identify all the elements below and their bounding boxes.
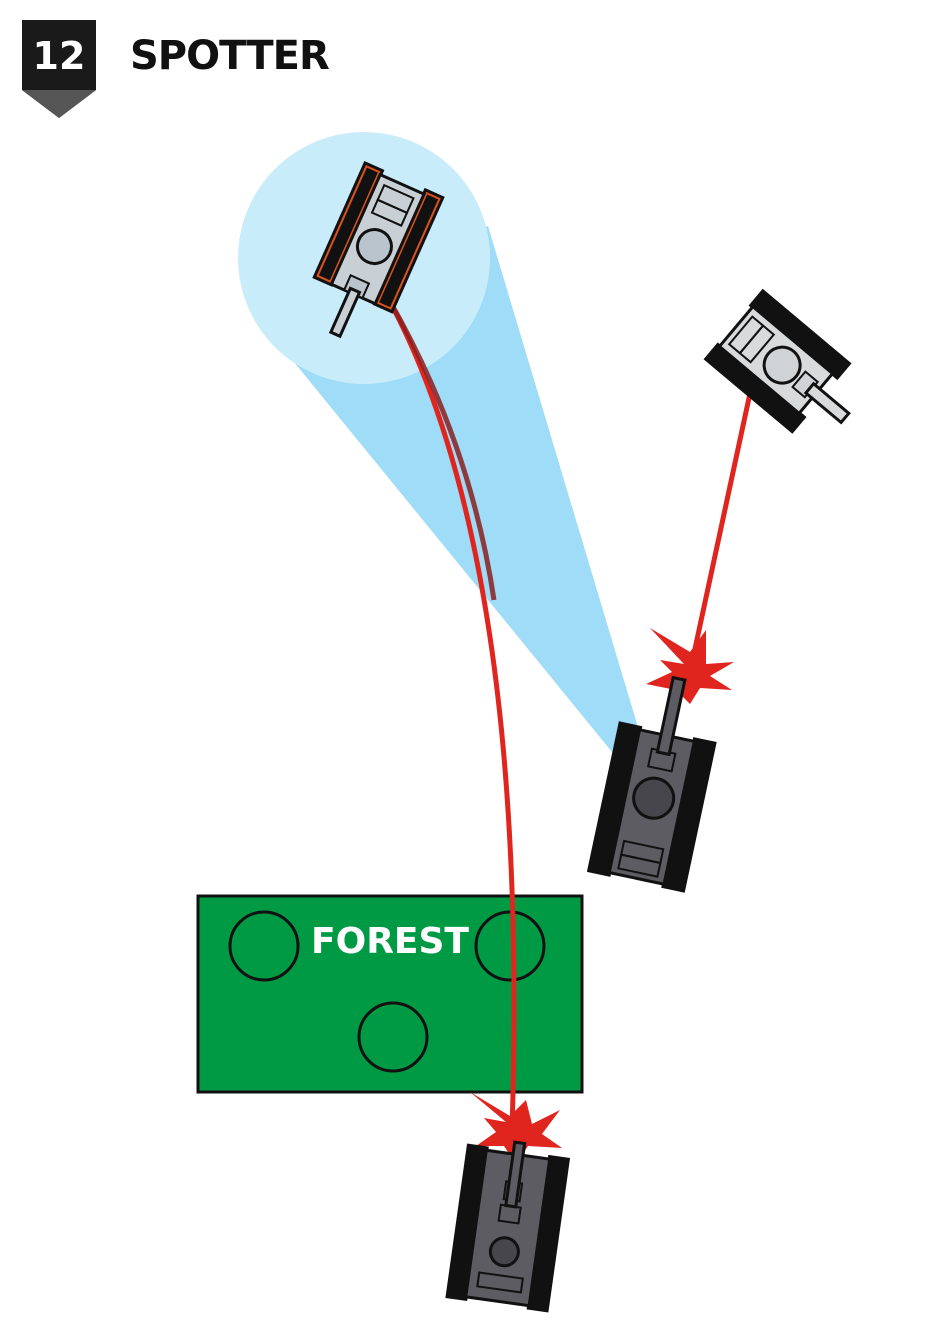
fire-line-in-cone [385, 296, 497, 601]
tree-icon [474, 910, 546, 982]
section-number-badge: 12 [22, 20, 96, 118]
direct-fire-line [687, 383, 755, 673]
indirect-fire-line [385, 296, 517, 1131]
tree-icon [228, 910, 300, 982]
section-number: 12 [32, 34, 86, 78]
impact-burst-icon [646, 628, 734, 704]
forest-area [196, 894, 584, 1094]
enemy-tank-icon [445, 1140, 571, 1313]
shooter-tank-icon [703, 288, 852, 434]
spotter-tank-icon [312, 161, 445, 339]
tree-icon [357, 1001, 429, 1073]
page-title: SPOTTER [130, 33, 330, 79]
enemy-tank-icon [586, 675, 717, 893]
header: 12 SPOTTER [0, 0, 926, 130]
impact-burst-icon [470, 1092, 562, 1164]
